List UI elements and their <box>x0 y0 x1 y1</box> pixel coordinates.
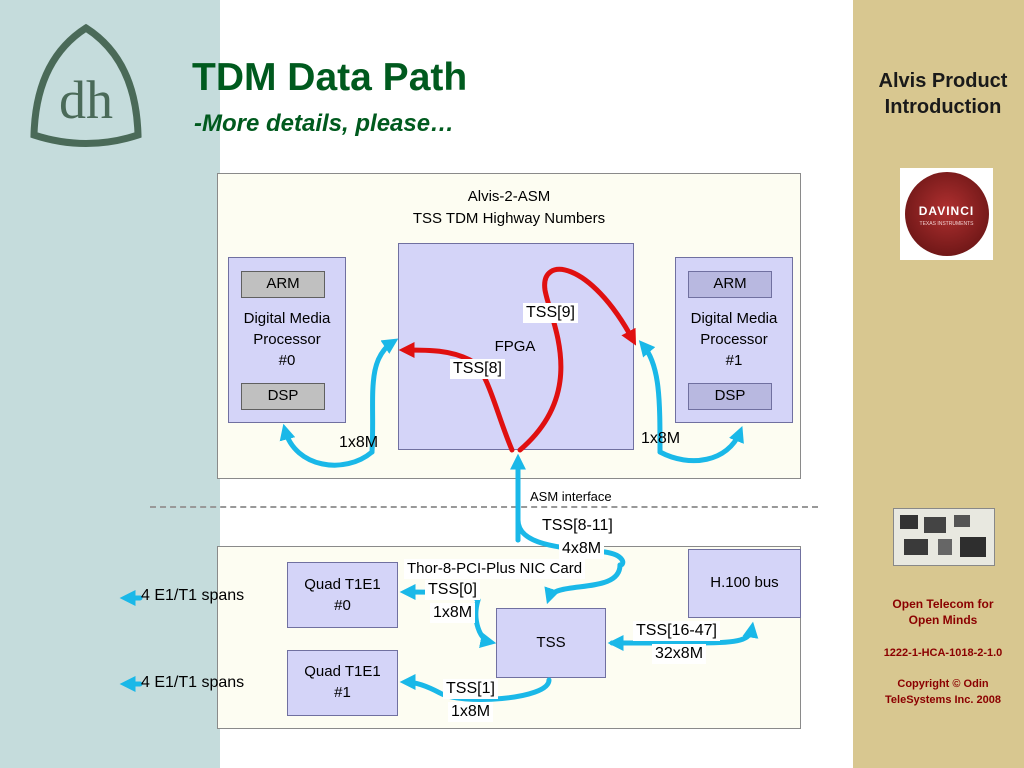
page-subtitle: -More details, please… <box>194 110 455 137</box>
tss-box <box>496 608 606 678</box>
tss8-label: TSS[8] <box>450 359 505 379</box>
tss1-label: TSS[1] <box>443 679 498 699</box>
quad1-box <box>287 650 398 716</box>
tss-8-11-label: TSS[8-11] <box>539 516 616 536</box>
dmp0-label-2: Processor <box>253 331 321 348</box>
spans1-label: 4 E1/T1 spans <box>141 674 245 691</box>
rate-4x8m-label: 4x8M <box>559 539 605 559</box>
page-title: TDM Data Path <box>192 56 468 99</box>
asm-title-line2: TSS TDM Highway Numbers <box>412 210 606 227</box>
spans0-label: 4 E1/T1 spans <box>141 587 245 604</box>
rate-32x8m-label: 32x8M <box>652 644 707 664</box>
doc-number: 1222-1-HCA-1018-2-1.0 <box>883 647 1003 659</box>
link-right-rate: 1x8M <box>641 430 681 447</box>
dmp0-dsp: DSP <box>241 383 325 410</box>
tss0-label: TSS[0] <box>425 580 480 600</box>
dmp1-label-1: Digital Media <box>690 310 778 327</box>
h100-box <box>688 549 801 618</box>
dmp1-dsp: DSP <box>688 383 772 410</box>
tss9-label: TSS[9] <box>523 303 578 323</box>
quad0-label-2: #0 <box>334 597 351 614</box>
tss-label: TSS <box>536 634 566 651</box>
dmp0-label-1: Digital Media <box>243 310 331 327</box>
quad0-label-1: Quad T1E1 <box>304 576 381 593</box>
dmp1-label-3: #1 <box>725 352 743 369</box>
h100-label: H.100 bus <box>710 574 779 591</box>
davinci-logo: DAVINCI TEXAS INSTRUMENTS <box>900 168 993 260</box>
asm-title-line1: Alvis-2-ASM <box>467 188 551 205</box>
dmp0-label-3: #0 <box>278 352 296 369</box>
copyright: Copyright © Odin TeleSystems Inc. 2008 <box>885 678 1001 706</box>
dmp1-arm: ARM <box>688 271 772 298</box>
right-sidebar <box>853 0 1024 768</box>
davinci-logo-text: DAVINCI <box>918 204 975 218</box>
sidebar-title: Alvis Product Introduction <box>878 70 1008 118</box>
quad0-box <box>287 562 398 628</box>
left-decor-band <box>0 0 220 768</box>
link-left-rate: 1x8M <box>339 434 379 451</box>
tss-16-47-label: TSS[16-47] <box>633 621 720 641</box>
dmp0-arm: ARM <box>241 271 325 298</box>
tss1-rate: 1x8M <box>448 702 494 722</box>
board-image <box>893 508 995 566</box>
section-divider <box>150 506 818 508</box>
dmp1-label-2: Processor <box>700 331 768 348</box>
quad1-label-1: Quad T1E1 <box>304 663 381 680</box>
tss0-rate: 1x8M <box>430 603 476 623</box>
company-tagline: Open Telecom for Open Minds <box>892 597 994 627</box>
asm-interface-label: ASM interface <box>530 489 612 504</box>
davinci-logo-subtext: TEXAS INSTRUMENTS <box>919 221 974 227</box>
fpga-label: FPGA <box>494 338 536 355</box>
quad1-label-2: #1 <box>334 684 351 701</box>
nic-title: Thor-8-PCI-Plus NIC Card <box>404 559 586 579</box>
